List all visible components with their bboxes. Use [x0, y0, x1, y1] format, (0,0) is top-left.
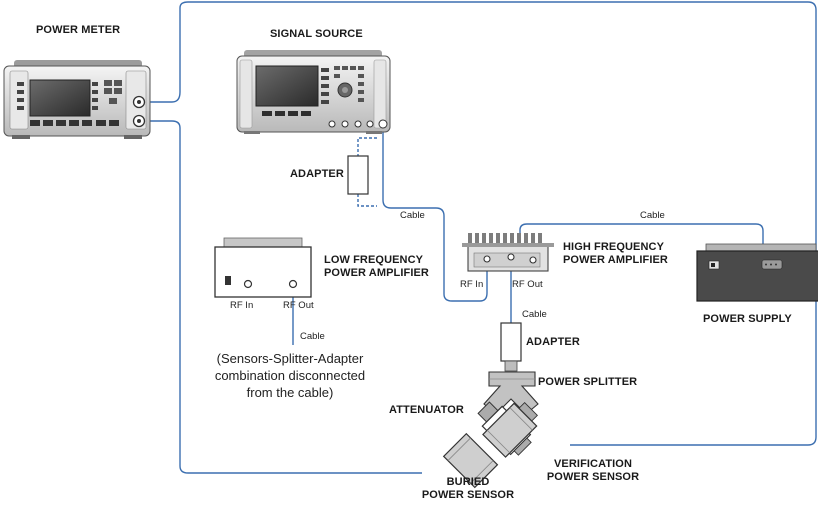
- signal-source-icon[interactable]: [236, 50, 391, 134]
- power-meter-label: POWER METER: [36, 24, 121, 36]
- note-line-2: combination disconnected: [214, 368, 366, 383]
- buried-power-sensor-icon[interactable]: [442, 432, 499, 489]
- power-supply-label: POWER SUPPLY: [703, 313, 792, 325]
- lf-amp-cable-label: Cable: [300, 331, 325, 342]
- high-frequency-amplifier-label-line1: HIGH FREQUENCY: [563, 241, 665, 253]
- verification-power-sensor-icon[interactable]: [482, 398, 542, 458]
- attenuator-label: ATTENUATOR: [389, 404, 464, 416]
- hf-rf-out-label: RF Out: [512, 279, 543, 290]
- meter-to-verification-cable[interactable]: [150, 1, 817, 446]
- low-frequency-amplifier-icon[interactable]: [214, 237, 312, 298]
- high-frequency-amplifier-label: HIGH FREQUENCY POWER AMPLIFIER: [563, 241, 668, 267]
- note-line-3: from the cable): [246, 385, 334, 400]
- high-frequency-amplifier-label-line2: POWER AMPLIFIER: [563, 254, 668, 266]
- meter-to-buried-cable[interactable]: [150, 120, 422, 474]
- lf-rf-out-label: RF Out: [283, 300, 314, 311]
- verification-sensor-label-line1: VERIFICATION: [554, 458, 632, 470]
- verification-sensor-label-line2: POWER SENSOR: [546, 471, 640, 483]
- power-supply-icon[interactable]: [696, 243, 818, 302]
- lf-rf-in-label: RF In: [230, 300, 254, 311]
- source-amp-cable-label: Cable: [400, 210, 425, 221]
- low-frequency-amplifier-label-line2: POWER AMPLIFIER: [324, 267, 429, 279]
- amp-to-supply-cable[interactable]: [519, 223, 764, 249]
- low-frequency-amplifier-label-line1: LOW FREQUENCY: [324, 254, 424, 266]
- low-frequency-amplifier-label: LOW FREQUENCY POWER AMPLIFIER: [324, 254, 429, 280]
- adapter-bottom-connector: [504, 360, 518, 372]
- buried-sensor-label-line1: BURIED: [446, 476, 490, 488]
- verification-sensor-label: VERIFICATION POWER SENSOR: [538, 458, 648, 484]
- disconnection-note: (Sensors-Splitter-Adapter combination di…: [200, 350, 380, 401]
- amp-adapter-cable-label: Cable: [522, 309, 547, 320]
- adapter-top-icon[interactable]: [347, 155, 369, 195]
- adapter-top-label: ADAPTER: [290, 168, 344, 180]
- power-splitter-label: POWER SPLITTER: [538, 376, 638, 388]
- source-to-amp-cable[interactable]: [382, 132, 488, 302]
- hf-rf-in-label: RF In: [460, 279, 484, 290]
- amp-supply-cable-label: Cable: [640, 210, 665, 221]
- note-line-1: (Sensors-Splitter-Adapter: [216, 351, 364, 366]
- power-meter-icon[interactable]: [3, 60, 151, 139]
- adapter-bottom-label: ADAPTER: [526, 336, 580, 348]
- buried-sensor-label: BURIED POWER SENSOR: [418, 476, 518, 502]
- high-frequency-amplifier-icon[interactable]: [462, 233, 554, 272]
- buried-sensor-label-line2: POWER SENSOR: [421, 489, 515, 501]
- adapter-bottom-icon[interactable]: [500, 322, 522, 362]
- signal-source-label: SIGNAL SOURCE: [270, 28, 363, 40]
